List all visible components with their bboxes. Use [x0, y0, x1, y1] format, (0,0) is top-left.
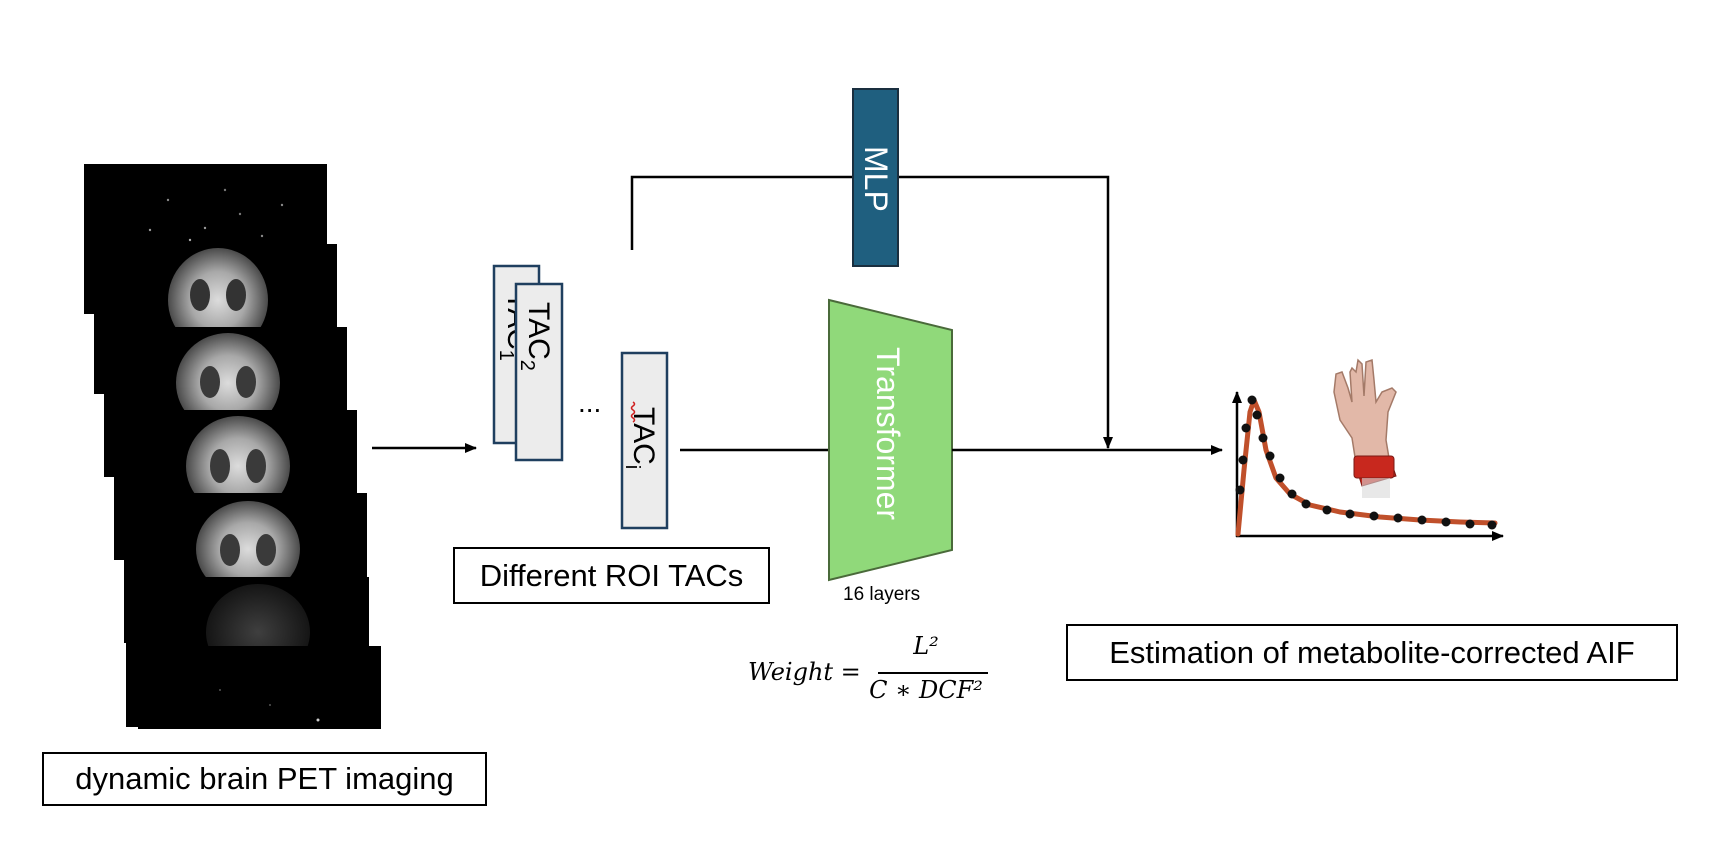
tac-1-subscript: 1	[495, 350, 517, 361]
transformer-layers-label: 16 layers	[843, 584, 921, 605]
pet-image-stack	[84, 164, 381, 729]
mlp-block: MLP	[852, 88, 899, 267]
aif-curve-plot	[1232, 391, 1504, 541]
pet-frame-7	[138, 646, 381, 729]
tac-box-2: TAC2	[514, 282, 564, 462]
mlp-label: MLP	[858, 146, 894, 212]
tac-ellipsis: ...	[578, 387, 601, 418]
output-label: Estimation of metabolite-corrected AIF	[1109, 634, 1635, 670]
transformer-label: Transformer	[870, 347, 906, 520]
input-label-box: dynamic brain PET imaging	[42, 752, 487, 806]
aif-fitted-curve	[1235, 397, 1498, 537]
hand-wristband-illustration	[1333, 358, 1397, 498]
aif-sample-points	[1235, 395, 1497, 530]
tac-2-label: TAC	[522, 302, 555, 360]
output-label-box: Estimation of metabolite-corrected AIF	[1066, 624, 1678, 681]
roi-label: Different ROI TACs	[479, 557, 744, 593]
tac-i-subscript: i	[621, 465, 643, 469]
tac-box-i: TACi	[620, 351, 669, 530]
formula-denominator: C ∗ DCF²	[869, 676, 983, 704]
formula-lhs: Weight =	[748, 658, 861, 686]
formula-numerator: L²	[913, 632, 939, 660]
formula-fraction-bar	[878, 672, 988, 674]
tac-2-subscript: 2	[516, 360, 538, 371]
transformer-block: Transformer	[828, 298, 953, 582]
svg-text:TAC2: TAC2	[516, 302, 555, 371]
spellcheck-squiggle	[630, 401, 636, 423]
weight-formula: Weight = L² C ∗ DCF²	[748, 632, 1008, 712]
input-label: dynamic brain PET imaging	[75, 761, 454, 796]
roi-label-box: Different ROI TACs	[453, 547, 770, 604]
